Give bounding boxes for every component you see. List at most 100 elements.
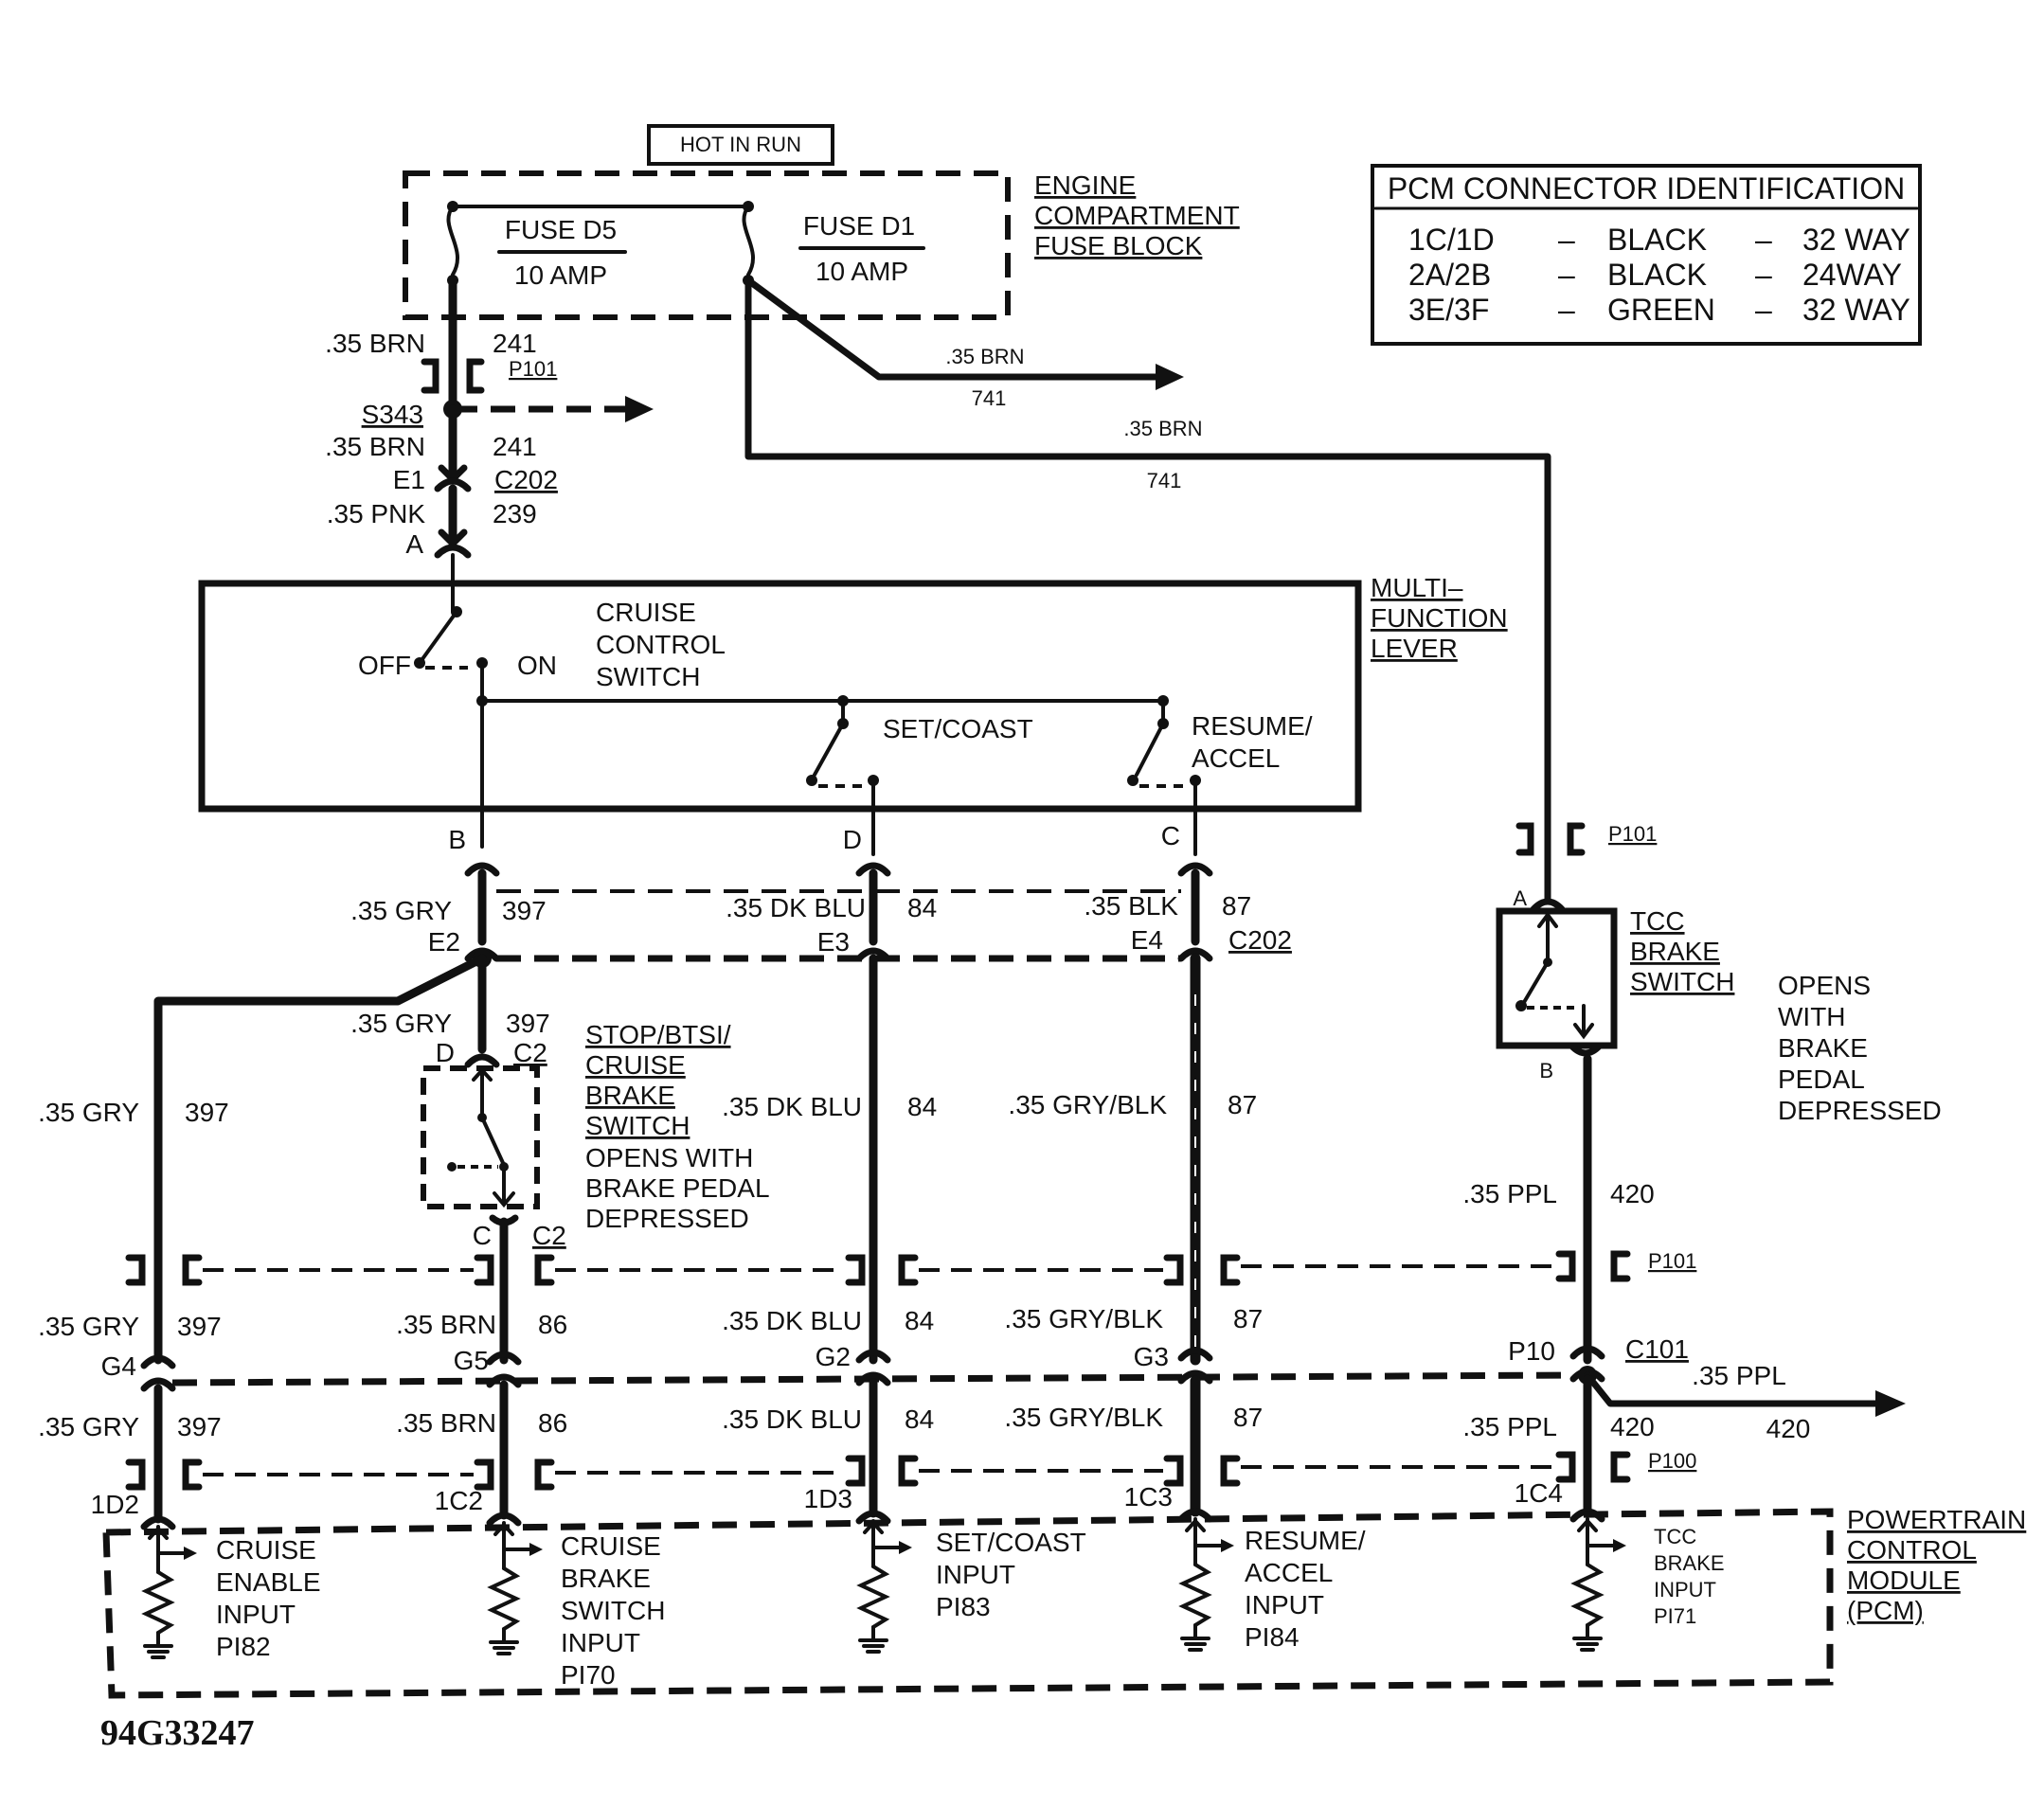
fuse-bus xyxy=(451,203,750,212)
stop-name-1: STOP/BTSI/ xyxy=(585,1020,731,1049)
c101-connectors xyxy=(140,1345,1605,1369)
mid-87: 87 xyxy=(1228,1090,1257,1119)
stop-note-3: DEPRESSED xyxy=(585,1204,749,1233)
p100-b4-l xyxy=(1163,1455,1184,1487)
p100-brn: .35 BRN xyxy=(396,1408,496,1438)
p101-b5-r xyxy=(1610,1250,1631,1282)
wire-741-arrow xyxy=(1156,364,1184,390)
c101-g4: G4 xyxy=(101,1351,136,1381)
p101-b5-l xyxy=(1555,1250,1576,1282)
input3-tap-arrow xyxy=(899,1541,912,1554)
p100-397: 397 xyxy=(177,1412,222,1441)
stop-switch-open-contact xyxy=(447,1162,457,1172)
p100-86: 86 xyxy=(538,1408,567,1438)
input2-label-2: BRAKE xyxy=(561,1564,651,1593)
input5-tap-arrow xyxy=(1613,1539,1626,1552)
set-coast-blade xyxy=(813,722,845,777)
cruise-switch-off-contact xyxy=(414,657,425,669)
pcm-label-1: POWERTRAIN xyxy=(1847,1505,2026,1534)
stop-pin-c: C xyxy=(473,1221,492,1250)
input1-label-4: PI82 xyxy=(216,1632,271,1661)
mid-84: 84 xyxy=(907,1092,937,1121)
tcc-p101-right xyxy=(1567,822,1586,856)
stop-name-4: SWITCH xyxy=(585,1111,690,1140)
pcm-input-circuit-5 xyxy=(1570,1517,1626,1652)
pcm-row-dash: – xyxy=(1558,293,1575,327)
off-label: OFF xyxy=(358,651,411,680)
p101-row xyxy=(125,1250,1631,1286)
p101-b1-r xyxy=(182,1254,203,1286)
c101-g3-lower xyxy=(1177,1369,1213,1385)
p100-ppl: .35 PPL xyxy=(1462,1412,1557,1441)
input2-tap-arrow xyxy=(529,1543,543,1556)
c101-g2-lower xyxy=(855,1371,891,1387)
fuse-d1-name: FUSE D1 xyxy=(803,211,915,241)
resume-label-2: ACCEL xyxy=(1192,743,1280,773)
pcm-input-circuit-3 xyxy=(856,1519,912,1654)
c101-brn: .35 BRN xyxy=(396,1310,496,1339)
c202-c-socket xyxy=(1177,862,1213,877)
stop-switch-arrow-down xyxy=(493,1191,515,1208)
s343-branch-arrow xyxy=(625,396,654,422)
stop-note-2: BRAKE PEDAL xyxy=(585,1173,770,1203)
p100-b3-r xyxy=(898,1455,919,1487)
pcm-row-ways: 24WAY xyxy=(1802,258,1902,292)
s343-label: S343 xyxy=(362,400,423,429)
input4-resistor xyxy=(1178,1563,1212,1627)
figure-id: 94G33247 xyxy=(100,1713,255,1753)
wire-741b-number: 741 xyxy=(1147,469,1182,492)
c101-g4-socket xyxy=(140,1354,176,1369)
p100-label: P100 xyxy=(1648,1449,1696,1473)
pcm-pin-1d3: 1D3 xyxy=(804,1484,852,1513)
p100-gryblk: .35 GRY/BLK xyxy=(1004,1403,1163,1432)
wire-241b-color: .35 BRN xyxy=(325,432,425,461)
fuse-block-label-1: ENGINE xyxy=(1034,170,1136,200)
pcm-label-2: CONTROL xyxy=(1847,1535,1977,1565)
p100-gry: .35 GRY xyxy=(38,1412,139,1441)
wire-741a-number: 741 xyxy=(972,386,1007,410)
fuse-block-label-3: FUSE BLOCK xyxy=(1034,231,1203,260)
input4-label-1: RESUME/ xyxy=(1245,1526,1366,1555)
e1-label: E1 xyxy=(393,465,425,494)
fuse-block-label-2: COMPARTMENT xyxy=(1034,201,1240,230)
p100-b1-l xyxy=(125,1458,146,1491)
wire-741-branch xyxy=(744,277,1159,381)
mfl-pin-a-socket xyxy=(434,544,472,559)
tcc-name-2: BRAKE xyxy=(1630,937,1720,966)
p100-dkblu: .35 DK BLU xyxy=(722,1404,862,1434)
pcm-row-color: GREEN xyxy=(1607,293,1715,327)
tcc-note-1: OPENS xyxy=(1778,971,1871,1000)
input1-tap-arrow xyxy=(184,1547,197,1560)
mid-397: 397 xyxy=(185,1098,229,1127)
c101-84: 84 xyxy=(905,1306,934,1335)
pcm-row-dash: – xyxy=(1558,258,1575,292)
c101-g4-lower xyxy=(140,1377,176,1392)
p100-420: 420 xyxy=(1610,1412,1655,1441)
pcm-label-3: MODULE xyxy=(1847,1565,1961,1595)
c101-86: 86 xyxy=(538,1310,567,1339)
p100-b3-l xyxy=(845,1455,866,1487)
p101-row-label: P101 xyxy=(1648,1249,1696,1273)
input1-label-1: CRUISE xyxy=(216,1535,316,1565)
cruise-switch-blade xyxy=(418,610,458,665)
tcc-pin-a: A xyxy=(1513,886,1527,910)
input2-label-1: CRUISE xyxy=(561,1531,661,1561)
tcc-note-4: PEDAL xyxy=(1778,1065,1865,1094)
input5-label-1: TCC xyxy=(1654,1525,1696,1548)
p100-b4-r xyxy=(1220,1455,1241,1487)
pcm-input-circuit-2 xyxy=(487,1521,543,1655)
input4-label-2: ACCEL xyxy=(1245,1558,1333,1587)
input4-label-4: PI84 xyxy=(1245,1622,1300,1652)
input1-arrow xyxy=(148,1526,169,1540)
p101-b4-r xyxy=(1220,1254,1241,1286)
input2-label-4: INPUT xyxy=(561,1628,640,1657)
c202-87: 87 xyxy=(1222,891,1251,921)
pcm-row-color: BLACK xyxy=(1607,258,1707,292)
pcm-socket-2 xyxy=(486,1512,522,1527)
p101-bracket-left xyxy=(421,358,439,394)
p101-b2-r xyxy=(534,1254,555,1286)
input5-label-4: PI71 xyxy=(1654,1604,1696,1628)
pcm-pin-1c4: 1C4 xyxy=(1515,1478,1563,1508)
